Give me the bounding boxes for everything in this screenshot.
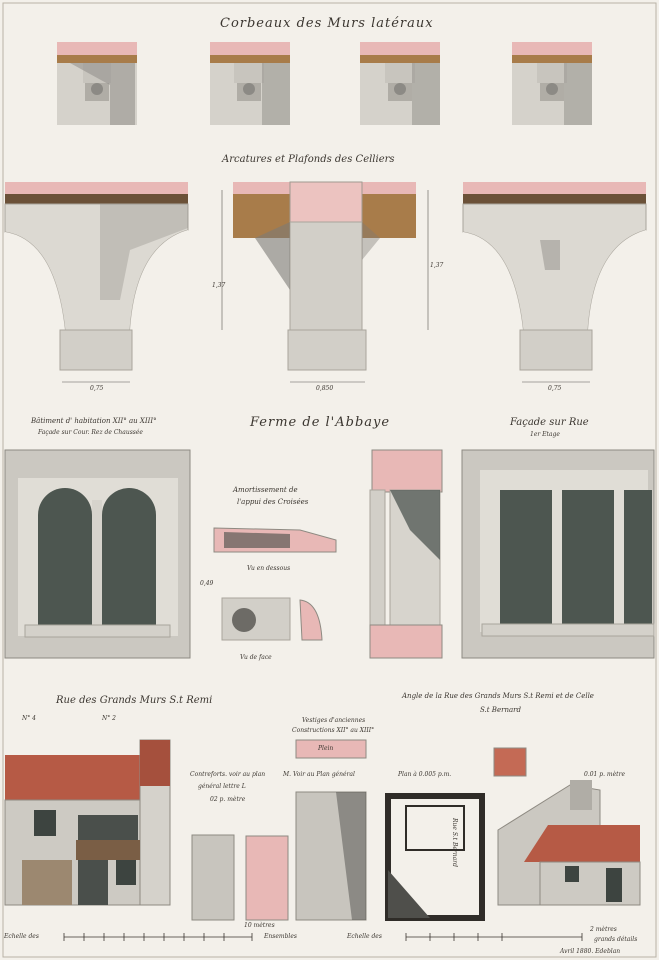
corbel-4 xyxy=(512,42,592,125)
buttress-drawing xyxy=(191,834,289,921)
title-rue-grands-murs: Rue des Grands Murs S.t Remi xyxy=(56,695,213,706)
corbel-1 xyxy=(57,42,137,125)
right-section-line2: 1er Etage xyxy=(530,431,560,438)
contreforts-line1: Contreforts. voir au plan xyxy=(190,771,266,778)
house-number-4: N° 4 xyxy=(22,715,36,722)
left-section-line1: Bâtiment d' habitation XII° au XIII° xyxy=(31,417,157,425)
label-rue-bernard: Rue S.t Bernard xyxy=(451,818,458,867)
label-underside-view: Vu en dessous xyxy=(247,565,291,572)
label-plein: Plein xyxy=(318,745,334,752)
scale-mid-word: grands détails xyxy=(594,936,638,943)
title-abbey-farm: Ferme de l'Abbaye xyxy=(250,415,391,430)
left-section-line2: Façade sur Cour. Rez de Chaussée xyxy=(38,429,143,436)
label-front-view: Vu de face xyxy=(240,654,272,661)
arcade-left xyxy=(4,182,189,371)
signature: Avril 1880. Edeblan xyxy=(560,948,621,955)
floor-plan xyxy=(385,793,485,921)
window-right xyxy=(461,449,655,659)
arcade-right xyxy=(462,182,647,371)
vestiges-line2: Constructions XII° au XIII° xyxy=(292,727,375,734)
corbel-2 xyxy=(210,42,290,125)
dimension-lines-arcades xyxy=(62,190,590,383)
right-section-line1: Façade sur Rue xyxy=(510,417,589,428)
corner-house xyxy=(493,747,641,906)
vestiges-line1: Vestiges d'anciennes xyxy=(302,717,366,724)
window-left xyxy=(4,449,191,659)
scale-bar-mid xyxy=(405,933,583,941)
scale-left-label: Echelle des xyxy=(4,933,39,940)
amortissement-line2: l'appui des Croisées xyxy=(237,498,309,506)
label-plan-scale: Plan à 0.005 p.m. xyxy=(398,771,452,778)
contreforts-line3: 02 p. mètre xyxy=(210,796,246,803)
vestiges-wall xyxy=(295,739,367,921)
dimension-height-left: 1,37 xyxy=(212,282,226,289)
scale-left-word: Ensembles xyxy=(264,933,297,940)
scale-bar-left xyxy=(63,933,253,941)
title-corbels: Corbeaux des Murs latéraux xyxy=(220,16,434,31)
dimension-left: 0,75 xyxy=(90,385,104,392)
scale-mid-end: 2 mètres xyxy=(590,926,617,933)
dimension-center: 0,850 xyxy=(316,385,334,392)
angle-title-line2: S.t Bernard xyxy=(480,706,521,714)
amortissement-line1: Amortissement de xyxy=(233,486,298,494)
window-section xyxy=(369,449,443,659)
dimension-small: 0,49 xyxy=(200,580,214,587)
dimension-right: 0,75 xyxy=(548,385,562,392)
sill-detail-underside xyxy=(213,527,337,553)
contreforts-line2: général lettre L xyxy=(198,783,246,790)
angle-title-line1: Angle de la Rue des Grands Murs S.t Remi… xyxy=(402,692,594,700)
label-voir-plan: M. Voir au Plan général xyxy=(283,771,355,778)
scale-left-end: 10 mètres xyxy=(244,922,275,929)
label-right-scale: 0.01 p. mètre xyxy=(584,771,625,778)
dimension-height-right: 1,37 xyxy=(430,262,444,269)
scale-mid-label: Echelle des xyxy=(347,933,382,940)
house-elevation xyxy=(4,739,171,906)
sill-detail-face xyxy=(221,597,323,641)
house-number-2: N° 2 xyxy=(102,715,116,722)
corbel-3 xyxy=(360,42,440,125)
title-arcades: Arcatures et Plafonds des Celliers xyxy=(222,154,395,165)
arcade-center xyxy=(233,181,416,371)
